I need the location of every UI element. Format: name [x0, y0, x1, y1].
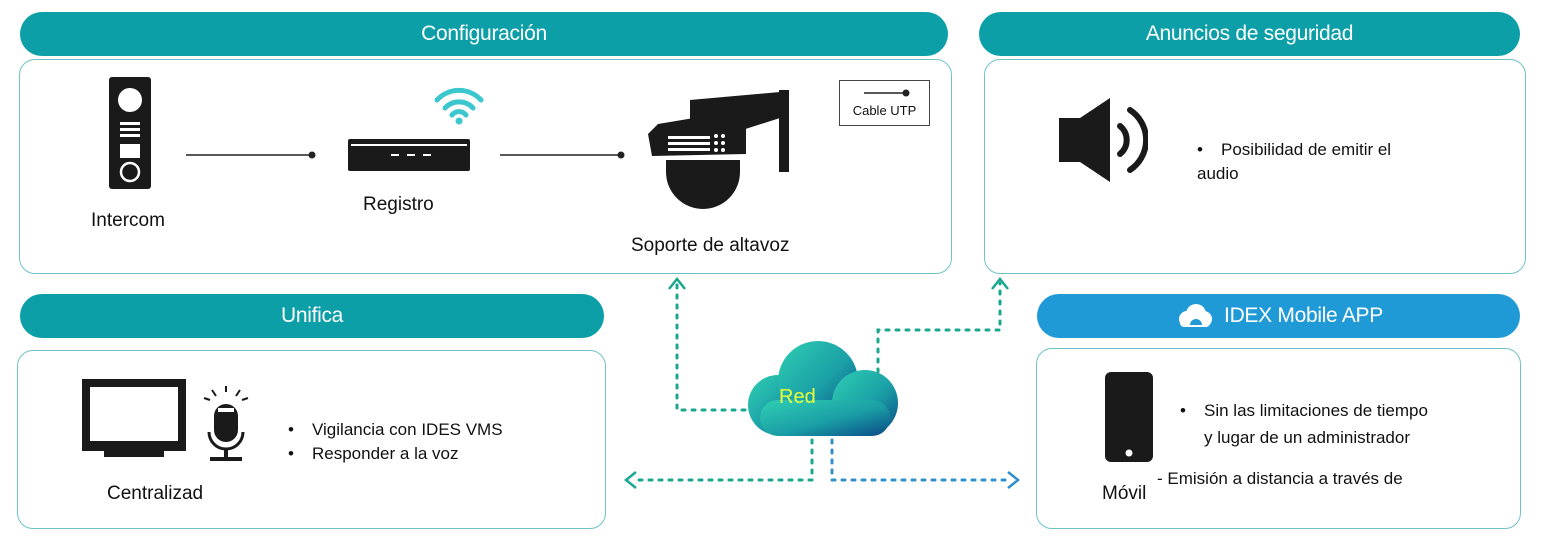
arrowhead-left-unifica — [623, 471, 637, 489]
mobile-bullet-line1: Sin las limitaciones de tiempo — [1204, 401, 1428, 420]
unifica-bullet-1: •Vigilancia con IDES VMS — [288, 420, 503, 439]
arrowhead-up-config — [668, 276, 686, 290]
mobile-bullet: •Sin las limitaciones de tiempo — [1180, 401, 1428, 420]
cable-connector-2 — [500, 151, 625, 159]
remote-emission-text: - Emisión a distancia a través de — [1157, 469, 1403, 488]
connector-cloud-to-security — [876, 281, 1002, 374]
config-card — [19, 59, 952, 274]
intercom-label: Intercom — [91, 210, 165, 231]
smartphone-icon — [1105, 372, 1153, 462]
loudspeaker-icon — [1059, 98, 1148, 182]
speaker-dome-camera-icon — [648, 90, 789, 209]
cable-icon — [864, 89, 910, 97]
app-cloud-icon — [1179, 304, 1213, 327]
nvr-recorder-icon — [348, 139, 470, 171]
microphone-icon — [203, 386, 249, 461]
monitor-icon — [82, 379, 186, 457]
unifica-bullet-2: •Responder a la voz — [288, 444, 459, 463]
mobile-header: IDEX Mobile APP — [1037, 294, 1520, 338]
network-label: Red — [779, 386, 816, 408]
config-title: Configuración — [421, 22, 547, 45]
cable-legend: Cable UTP — [839, 80, 930, 126]
unifica-title: Unifica — [280, 304, 344, 327]
security-card — [984, 59, 1526, 274]
mobile-bullet-line2: y lugar de un administrador — [1204, 428, 1411, 447]
security-header: Anuncios de seguridad — [979, 12, 1520, 56]
unifica-bullet-1-text: Vigilancia con IDES VMS — [312, 420, 503, 439]
security-bullet: •Posibilidad de emitir el audio — [1197, 140, 1392, 183]
connector-cloud-to-mobile — [830, 438, 1014, 482]
arrowhead-up-security — [991, 276, 1009, 290]
cable-legend-label: Cable UTP — [852, 103, 917, 118]
cloud-icon — [748, 341, 898, 436]
connector-cloud-to-config — [675, 281, 747, 412]
unifica-bullet-2-text: Responder a la voz — [312, 444, 459, 463]
connector-cloud-to-unifica — [630, 438, 814, 482]
security-title: Anuncios de seguridad — [1145, 22, 1354, 45]
centralizad-label: Centralizad — [107, 483, 204, 504]
config-header: Configuración — [20, 12, 948, 56]
altavoz-label: Soporte de altavoz — [631, 235, 790, 256]
cable-connector-1 — [186, 151, 316, 159]
mobile-title: IDEX Mobile APP — [1224, 304, 1383, 327]
wifi-icon — [434, 87, 484, 125]
movil-label: Móvil — [1102, 483, 1147, 504]
security-bullet-text: Posibilidad de emitir el audio — [1197, 140, 1392, 183]
intercom-icon — [109, 77, 151, 189]
registro-label: Registro — [363, 194, 434, 215]
unifica-header: Unifica — [20, 294, 604, 338]
arrowhead-right-mobile — [1007, 471, 1021, 489]
